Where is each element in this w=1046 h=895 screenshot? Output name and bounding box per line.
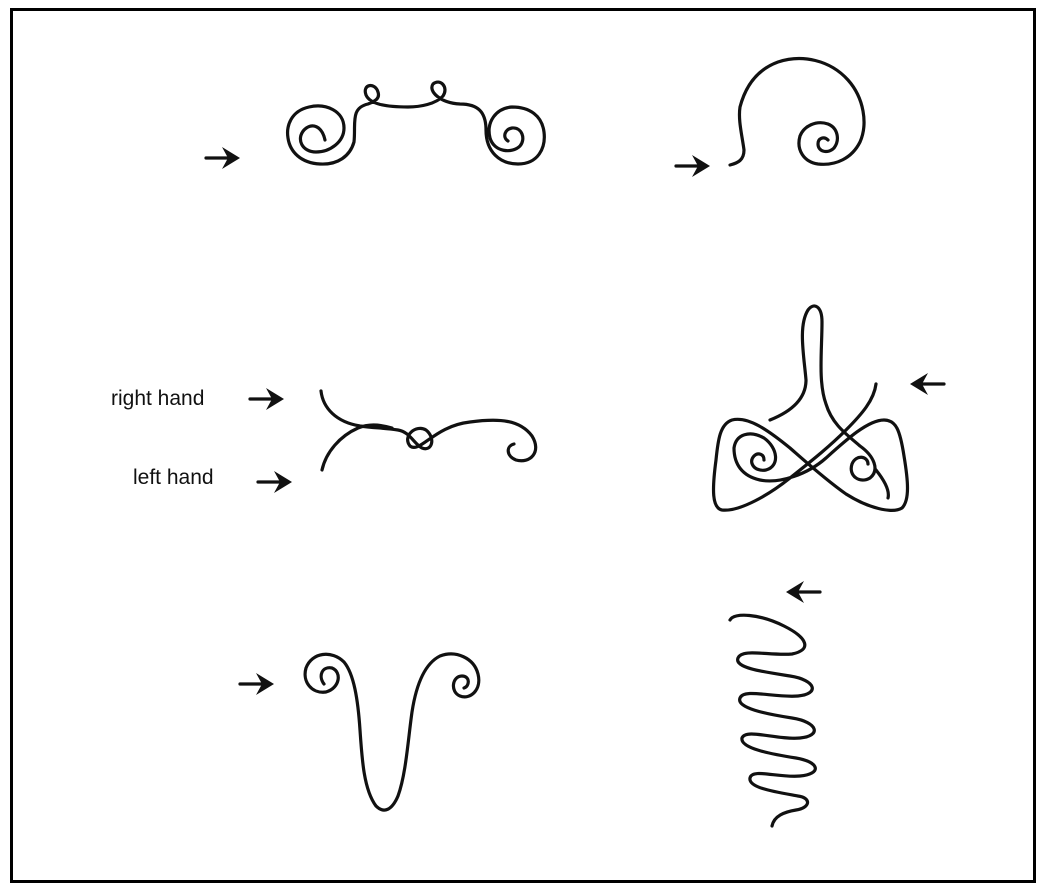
bow-inner-loop-stroke bbox=[876, 470, 888, 498]
hook-spiral-stroke bbox=[730, 59, 864, 165]
coil-stroke bbox=[730, 615, 815, 826]
arrow-figure1 bbox=[206, 147, 240, 169]
bow-knot-motif bbox=[714, 306, 908, 510]
right-hand-label: right hand bbox=[111, 388, 204, 409]
arrow-figure2 bbox=[676, 155, 710, 177]
left-hand-label: left hand bbox=[133, 467, 214, 488]
arrow-left-hand bbox=[258, 471, 292, 493]
left-hand-stroke bbox=[322, 425, 392, 470]
bow-top-loop-stroke bbox=[770, 306, 875, 480]
v-scroll-motif bbox=[305, 654, 479, 810]
arrow-figure6 bbox=[786, 581, 820, 603]
arrow-figure5 bbox=[240, 673, 274, 695]
coil-motif bbox=[730, 615, 815, 826]
double-scroll-motif bbox=[288, 82, 545, 164]
right-hand-stroke bbox=[321, 391, 536, 461]
hook-spiral-motif bbox=[730, 59, 864, 165]
arrow-figure4 bbox=[910, 373, 944, 395]
double-scroll-stroke bbox=[288, 82, 545, 164]
bow-knot-stroke bbox=[714, 384, 908, 510]
v-scroll-stroke bbox=[305, 654, 479, 810]
arrow-right-hand bbox=[250, 388, 284, 410]
two-hand-motif bbox=[321, 391, 536, 470]
